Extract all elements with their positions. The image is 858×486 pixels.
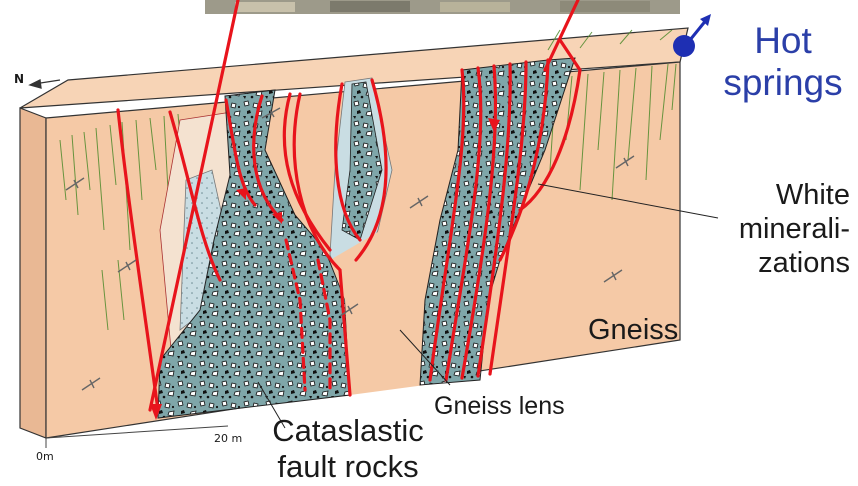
hot-springs-line2: springs xyxy=(718,62,848,104)
cataclastic-label: Cataslastic fault rocks xyxy=(238,413,458,485)
white-mineralizations-label: White minerali- zations xyxy=(700,178,850,280)
white-min-line1: White xyxy=(700,178,850,212)
hot-springs-line1: Hot xyxy=(718,20,848,62)
cataclastic-line1: Cataslastic xyxy=(238,413,458,449)
cataclastic-line2: fault rocks xyxy=(238,449,458,485)
white-min-line2: minerali- xyxy=(700,212,850,246)
scale-0m-label: 0m xyxy=(36,450,54,463)
white-min-line3: zations xyxy=(700,246,850,280)
north-label: N xyxy=(14,72,24,86)
gneiss-label: Gneiss xyxy=(588,314,678,347)
hot-springs-label: Hot springs xyxy=(718,20,848,104)
scale-20m-label: 20 m xyxy=(214,432,242,445)
photo-strip xyxy=(205,0,680,14)
block-left-face xyxy=(20,108,46,438)
